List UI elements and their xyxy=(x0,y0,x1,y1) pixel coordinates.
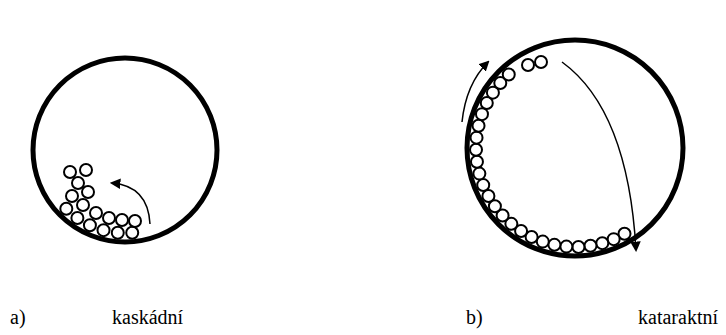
grinding-ball xyxy=(60,203,72,215)
grinding-ball xyxy=(66,190,78,202)
grinding-ball xyxy=(98,224,110,236)
grinding-ball xyxy=(596,237,608,249)
grinding-ball xyxy=(473,168,485,180)
grinding-ball xyxy=(129,215,141,227)
grinding-ball xyxy=(522,59,534,71)
mode-caption: kataraktní xyxy=(638,306,718,328)
grinding-ball xyxy=(103,212,115,224)
mill-drum xyxy=(467,40,683,256)
grinding-ball xyxy=(64,166,76,178)
grinding-ball xyxy=(126,227,138,239)
grinding-ball xyxy=(90,207,102,219)
grinding-ball xyxy=(535,56,547,68)
grinding-ball xyxy=(584,240,596,252)
grinding-ball xyxy=(80,164,92,176)
grinding-ball xyxy=(116,214,128,226)
grinding-ball xyxy=(608,233,620,245)
grinding-ball xyxy=(471,156,483,168)
rotation-arrow xyxy=(462,62,488,122)
grinding-ball xyxy=(471,132,483,144)
grinding-ball xyxy=(77,199,89,211)
grinding-ball xyxy=(503,68,515,80)
panel-letter: a) xyxy=(10,306,26,328)
mill-drum xyxy=(33,58,217,242)
grinding-ball xyxy=(572,241,584,253)
mode-caption: kaskádní xyxy=(112,306,183,328)
grinding-ball xyxy=(112,227,124,239)
grinding-ball xyxy=(72,177,84,189)
panel-letter: b) xyxy=(466,306,483,328)
grinding-ball xyxy=(477,179,489,191)
grinding-ball xyxy=(84,219,96,231)
grinding-ball xyxy=(560,241,572,253)
grinding-ball xyxy=(71,212,83,224)
grinding-ball xyxy=(82,186,94,198)
grinding-ball xyxy=(473,120,485,132)
grinding-ball xyxy=(548,239,560,251)
trajectory-arrow xyxy=(562,62,636,250)
grinding-ball xyxy=(470,144,482,156)
